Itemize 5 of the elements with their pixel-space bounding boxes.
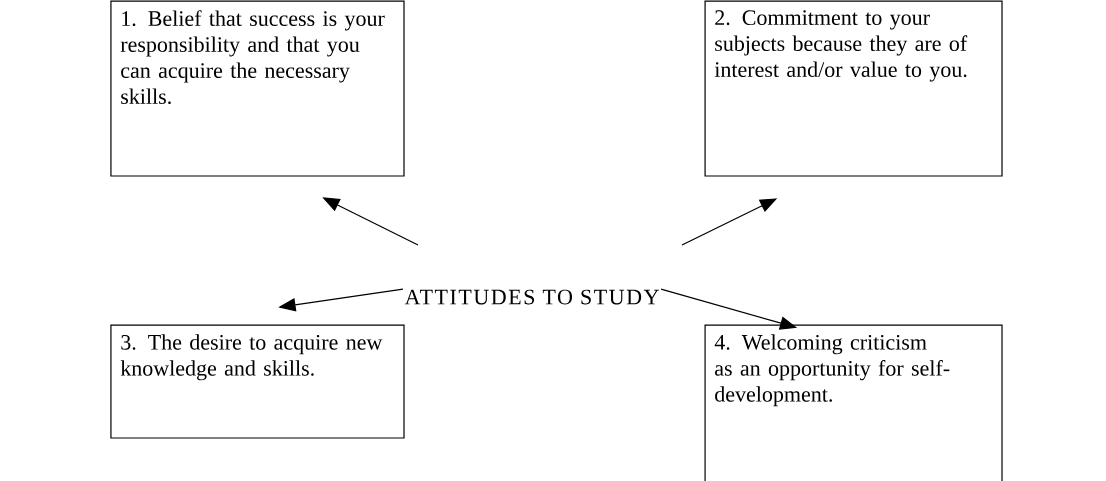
text-box: 3. The desire to acquire new knowledge and skills.: [110, 324, 405, 439]
text-box: 1. Belief that success is your responsibility and that you can acquire the necessary skills.: [110, 0, 405, 177]
text-box: 4. Welcoming criticism as an opportunity for self-development.: [704, 324, 1003, 481]
title-text: ATTITUDES TO STUDY: [404, 289, 659, 305]
text-box: 2. Commitment to your subjects because they are of interest and/or value to you.: [704, 0, 1003, 177]
